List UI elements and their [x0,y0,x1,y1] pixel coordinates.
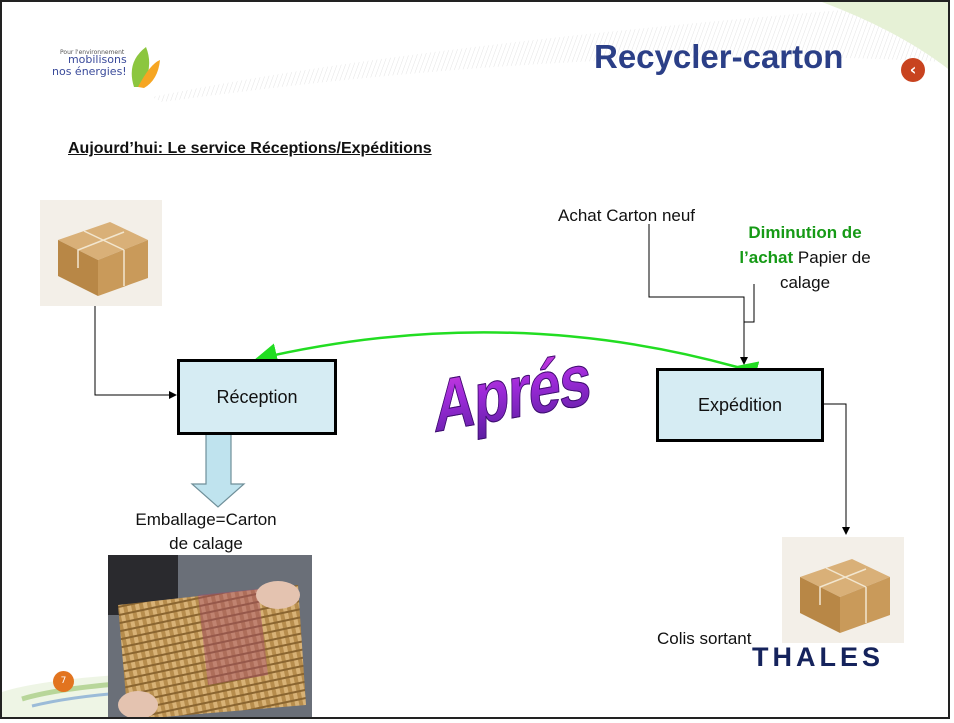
arrow-package-to-reception [94,305,177,399]
arrow-expedition-to-colis [824,403,850,535]
diminution-line-3: calage [779,273,831,292]
thales-logo: THALES [752,642,884,672]
header-hatch [152,2,942,102]
slide-title: Recycler-carton [594,38,844,75]
back-arrow-icon[interactable]: ‹ [901,58,925,82]
corner-swoosh [822,2,948,69]
emballage-line-1: Emballage=Carton [135,510,277,529]
arrow-achat-to-expedition [648,224,748,365]
emballage-line-2: de calage [169,534,243,553]
line-diminution [744,284,755,323]
package-image-incoming [40,200,162,306]
emballage-label: Emballage=Carton de calage [106,508,306,556]
leaf-logo-icon [131,47,160,88]
logo-text: mobilisons nos énergies! [52,54,127,78]
green-loop-arrow [254,331,760,384]
section-heading: Aujourd’hui: Le service Réceptions/Expéd… [68,140,432,157]
achat-carton-label: Achat Carton neuf [558,206,696,225]
colis-label: Colis sortant [657,629,752,648]
block-arrow-down [190,433,246,508]
logo-line-1: mobilisons [67,53,127,66]
carton-photo [108,555,312,717]
page-number-badge: 7 [53,671,74,692]
logo-tagline: Pour l'environnement [60,49,125,56]
package-image-outgoing [782,537,904,643]
expedition-node: Expédition [656,368,824,442]
diminution-highlight-2: l’achat [739,248,794,267]
diminution-rest: Papier de [793,248,871,267]
diminution-label: Diminution de l’achat Papier de calage [714,220,896,295]
diminution-highlight-1: Diminution de [748,223,862,242]
logo-line-2: nos énergies! [52,65,127,78]
reception-node: Réception [177,359,337,435]
